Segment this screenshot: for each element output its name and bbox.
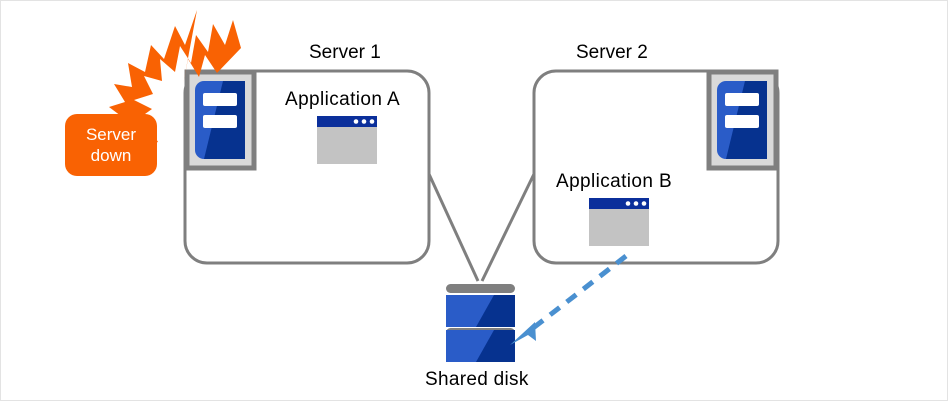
- application-b-window-icon: [589, 198, 649, 246]
- shared-disk-label: Shared disk: [425, 369, 529, 390]
- application-a-window-icon: [317, 116, 377, 164]
- application-b-label: Application B: [556, 171, 673, 192]
- shared-disk-icon: [446, 284, 515, 362]
- server1-title: Server 1: [309, 42, 381, 63]
- connector-server1-to-disk: [427, 173, 480, 282]
- server-down-badge: Server down: [65, 114, 157, 176]
- failover-dashed-arrow: [510, 254, 628, 345]
- server-down-line1: Server: [85, 125, 137, 144]
- application-a-label: Application A: [285, 89, 401, 110]
- connector-server2-to-disk: [480, 173, 536, 282]
- server-down-line2: down: [90, 146, 132, 165]
- server2-machine-icon: [706, 69, 779, 171]
- server2-title: Server 2: [576, 42, 648, 63]
- server1-machine-icon: [184, 69, 257, 171]
